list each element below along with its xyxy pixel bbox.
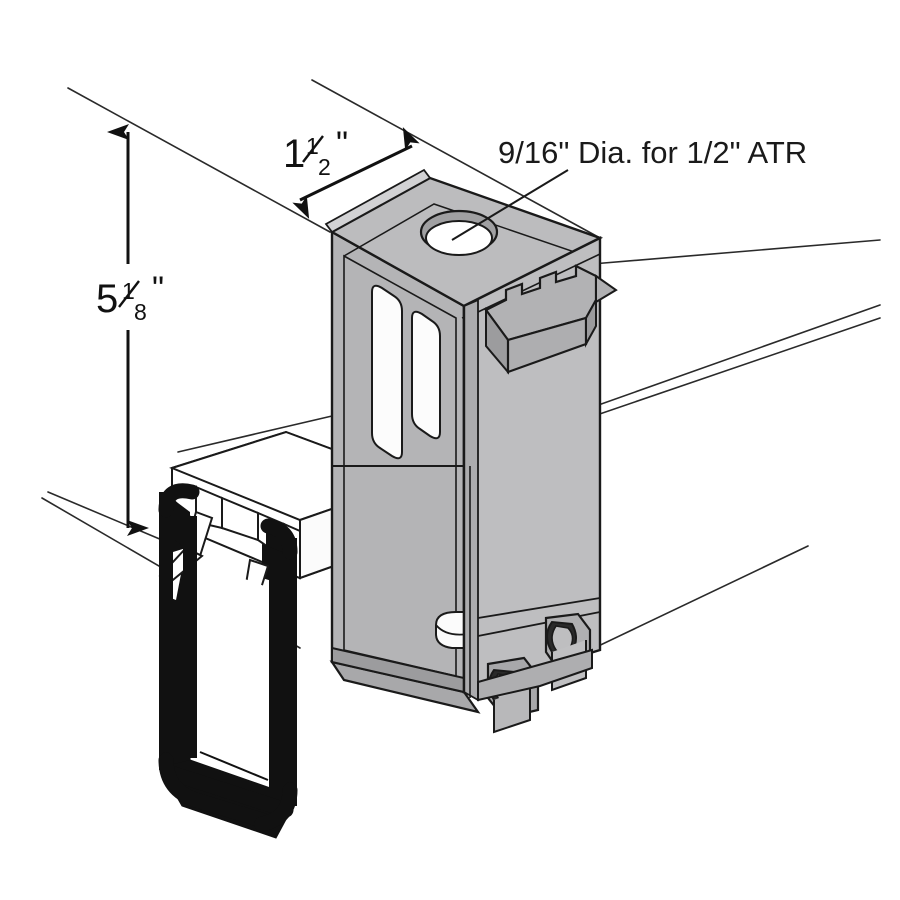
- extension-line-top-right: [311, 79, 601, 239]
- bracket-slot-left: [371, 284, 403, 460]
- width-unit-mark: ": [336, 125, 348, 163]
- strut-edge-bottom: [160, 764, 294, 818]
- height-fraction-denominator: 8: [134, 299, 147, 325]
- bracket-right-panel-return: [463, 298, 479, 702]
- width-dimension-label: 1 1 2 ": [283, 125, 348, 180]
- strut-upper-rail-line-a: [589, 304, 881, 409]
- callout-leader-group: [451, 169, 569, 241]
- strut-corner-bottom-right: [254, 782, 298, 832]
- height-unit-mark: ": [152, 270, 164, 308]
- width-dimension-line: [292, 127, 420, 219]
- height-fraction-slash: [118, 280, 140, 308]
- width-fraction-slash: [302, 135, 324, 163]
- height-dimension-label: 5 1 8 ": [96, 270, 164, 325]
- strut-cavity-inner: [200, 566, 268, 780]
- strut-top-line-far: [591, 239, 881, 265]
- width-fraction-denominator: 2: [318, 154, 331, 180]
- bottom-hook-tab-front-leg: [493, 686, 531, 734]
- strut-upper-rail-line-b: [587, 317, 881, 419]
- bracket-slot-right: [411, 310, 441, 440]
- dimension-width-group: [292, 127, 420, 219]
- strut-corner-top-right: [260, 518, 298, 560]
- width-whole-number: 1: [283, 132, 305, 176]
- bracket-right-panel-lower-band-a: [477, 597, 601, 619]
- strut-lower-projection-line: [589, 545, 809, 651]
- beam-clamp-bracket: [324, 168, 618, 734]
- bottom-connector-plate: [477, 648, 593, 702]
- serrated-side-tab-right-edge: [585, 296, 597, 348]
- hole-callout-text: 9/16" Dia. for 1/2" ATR: [498, 135, 807, 170]
- extension-line-top-left: [67, 87, 331, 233]
- hole-callout-leader-line: [451, 169, 569, 241]
- strut-cavity-bottom-edge: [199, 751, 269, 781]
- serrated-tab-tip: [595, 274, 618, 304]
- strut-corner-bottom-left: [158, 752, 276, 830]
- top-mounting-hole-inner: [425, 220, 493, 256]
- mid-cross-line-left: [177, 415, 333, 453]
- strut-corner-top-left: [158, 483, 200, 518]
- height-whole-number: 5: [96, 277, 118, 321]
